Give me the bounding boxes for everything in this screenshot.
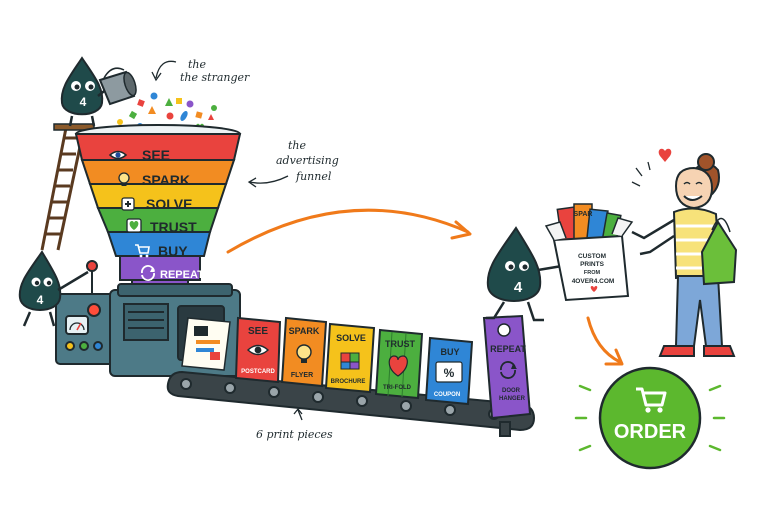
annotation-funnel-line2: advertising [276, 154, 339, 167]
gauge-icon [65, 315, 89, 335]
customer-jeans [674, 275, 724, 347]
lightbulb-icon [296, 344, 312, 363]
annotation-the-stranger: the stranger [180, 71, 250, 84]
print-piece-door-hanger: REPEAT DOOR HANGER [482, 314, 532, 420]
order-button[interactable]: ORDER [598, 366, 702, 470]
print-piece-postcard: SEE POSTCARD [234, 316, 282, 384]
customer-shoe-right [703, 345, 736, 357]
flow-arrow-to-delivery [226, 208, 470, 254]
operator-mascot: 4 [18, 250, 89, 327]
print-piece-tri-fold: TRUST TRI-FOLD [374, 328, 424, 400]
lightbulb-icon [118, 172, 130, 186]
print-piece-title-see: SEE [248, 326, 268, 337]
print-piece-title-solve: SOLVE [336, 333, 366, 343]
print-piece-flyer: SPARK FLYER [280, 316, 328, 388]
funnel-band-buy [106, 231, 212, 257]
order-button-label: ORDER [614, 421, 687, 443]
flow-arrow-to-order [586, 316, 622, 364]
print-piece-title-trust: TRUST [385, 339, 415, 349]
happy-customer [631, 153, 738, 357]
print-piece-type-tri-fold: TRI-FOLD [383, 385, 412, 391]
box-label-line1: CUSTOM [578, 253, 606, 260]
print-piece-brochure: SOLVE BROCHURE [324, 322, 376, 394]
annotation-the-stranger-line1: the [188, 58, 207, 71]
annotation-funnel-line1: the [288, 139, 307, 152]
puzzle-icon [340, 352, 360, 370]
svg-text:%: % [444, 366, 455, 380]
bucket-icon [98, 67, 137, 106]
delivery-mascot: 4 [486, 226, 563, 322]
machine-vent [123, 303, 169, 341]
print-box: SPAR CUSTOM PRINTS FROM 4OVER4.COM [544, 203, 634, 302]
ladder [40, 127, 86, 251]
funnel-label-spark: SPARK [142, 172, 190, 188]
pieces-pointer-arrow [297, 409, 303, 421]
print-piece-title-spark: SPARK [289, 326, 320, 336]
eye-icon [108, 150, 128, 160]
customer-shoe-left [658, 345, 695, 357]
annotation-funnel-line3: funnel [295, 170, 332, 183]
annotation-print-pieces: 6 print pieces [256, 428, 333, 441]
cart-icon [636, 387, 667, 413]
print-piece-type-door-hanger-line2: HANGER [499, 396, 526, 402]
heart-icon [126, 218, 142, 233]
box-label-line2: PRINTS [580, 261, 605, 268]
box-label-line4: 4OVER4.COM [572, 278, 615, 285]
heart-icon [590, 286, 598, 292]
customer-face [674, 166, 714, 210]
funnel-label-solve: SOLVE [146, 196, 192, 212]
cycle-icon [141, 265, 155, 281]
stranger-mascot-number: 4 [80, 95, 87, 109]
print-pieces: SEE POSTCARD SPARK FLYER SOLVE [234, 314, 532, 420]
lever-knob [86, 260, 98, 272]
print-piece-coupon: BUY % COUPON [424, 336, 474, 406]
ladder-platform [53, 123, 95, 131]
box-spine-text: SPAR [574, 211, 593, 218]
funnel-label-repeat: REPEAT [160, 269, 204, 281]
funnel-label-buy: BUY [158, 243, 188, 259]
funnel-labels: SEE SPARK SOLVE TRUST BUY REPEAT [108, 147, 204, 281]
percent-icon [435, 361, 463, 383]
print-piece-type-coupon: COUPON [434, 392, 460, 398]
stranger-pointer-arrow [155, 60, 177, 79]
plus-icon [121, 197, 135, 211]
print-piece-type-door-hanger: DOOR [502, 388, 521, 394]
print-piece-title-repeat: REPEAT [490, 344, 526, 354]
operator-mascot-number: 4 [37, 293, 44, 307]
print-piece-type-brochure: BROCHURE [331, 379, 366, 385]
funnel-label-see: SEE [142, 147, 170, 163]
print-piece-type-postcard: POSTCARD [241, 369, 275, 375]
funnel-label-trust: TRUST [150, 219, 197, 235]
conveyor-belt [166, 370, 536, 437]
printed-sheet [181, 317, 231, 371]
order-burst-lines [574, 384, 726, 452]
print-piece-type-flyer: FLYER [291, 372, 313, 379]
stranger-mascot: 4 [60, 56, 109, 127]
heart-icon [658, 148, 672, 162]
excitement-marks [631, 161, 651, 187]
eye-icon [246, 344, 270, 356]
heart-icon [388, 355, 408, 377]
customer-shopping-bag [700, 220, 738, 286]
cart-icon [135, 244, 150, 258]
funnel-pointer-arrow [249, 175, 289, 184]
delivery-mascot-number: 4 [514, 279, 523, 296]
cycle-icon [500, 361, 517, 379]
box-label-line3: FROM [584, 270, 601, 276]
print-piece-title-buy: BUY [440, 347, 459, 357]
